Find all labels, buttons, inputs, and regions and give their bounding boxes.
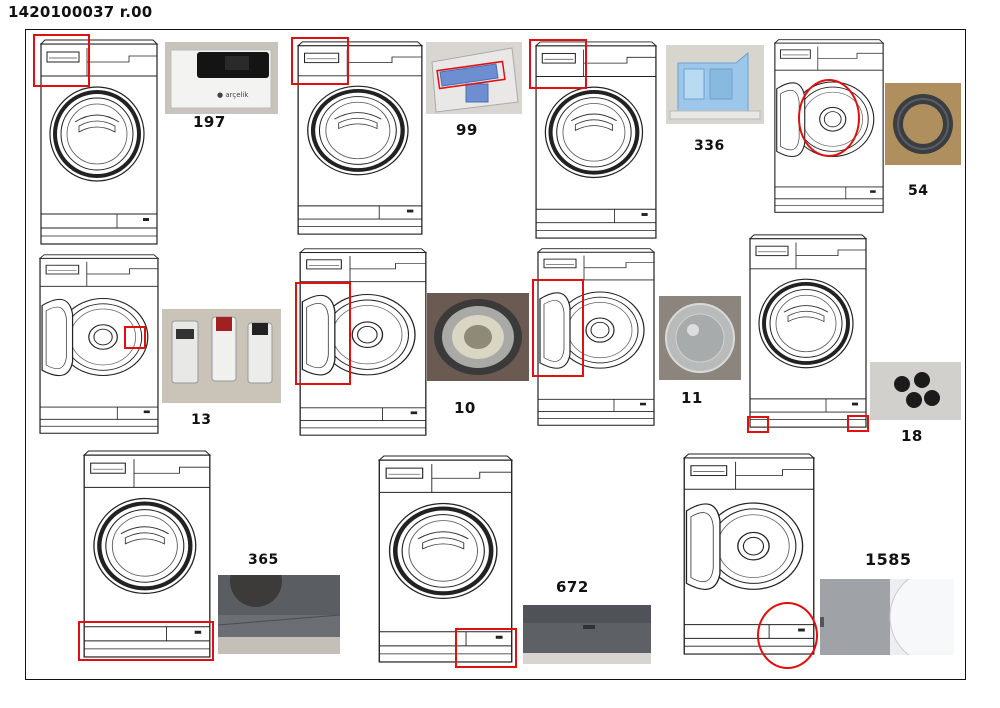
highlight-box <box>124 326 146 349</box>
part-number-label: 54 <box>908 183 929 199</box>
highlight-box <box>33 34 90 87</box>
highlight-box <box>295 282 351 385</box>
door-frame-photo <box>427 293 529 381</box>
highlight-box <box>529 39 587 89</box>
adjustable-feet-photo <box>870 362 961 420</box>
part-number-label: 99 <box>456 121 478 139</box>
highlight-circle <box>798 79 860 157</box>
part-number-label: 13 <box>191 412 212 428</box>
part-number-label: 18 <box>901 427 923 445</box>
service-cover-photo <box>820 579 954 655</box>
part-number-label: 336 <box>694 138 725 154</box>
highlight-box <box>532 279 584 377</box>
highlight-box <box>78 621 214 661</box>
highlight-box <box>455 628 517 668</box>
door-lock-photo <box>162 309 281 403</box>
highlight-box <box>291 37 349 85</box>
part-number-label: 365 <box>248 552 279 568</box>
part-number-label: 10 <box>454 399 476 417</box>
machine-drawing-closed <box>748 233 868 429</box>
detergent-drawer-photo <box>426 42 522 114</box>
highlight-box <box>847 415 869 432</box>
bottom-panel-photo <box>218 575 340 654</box>
svg-text:● arçelik: ● arçelik <box>217 91 249 99</box>
door-glass-photo <box>659 296 741 380</box>
highlight-circle <box>757 602 818 669</box>
control-panel-photo: ● arçelik <box>165 42 278 114</box>
part-number-label: 1585 <box>865 550 912 569</box>
document-id: 1420100037 r.00 <box>8 3 153 21</box>
part-number-label: 197 <box>193 113 226 131</box>
part-number-label: 11 <box>681 389 703 407</box>
highlight-box <box>747 416 769 433</box>
dispenser-housing-photo <box>666 45 764 124</box>
part-number-label: 672 <box>556 578 589 596</box>
parts-diagram-frame <box>25 29 966 680</box>
filter-cover-photo <box>523 605 651 664</box>
door-gasket-photo <box>885 83 961 165</box>
